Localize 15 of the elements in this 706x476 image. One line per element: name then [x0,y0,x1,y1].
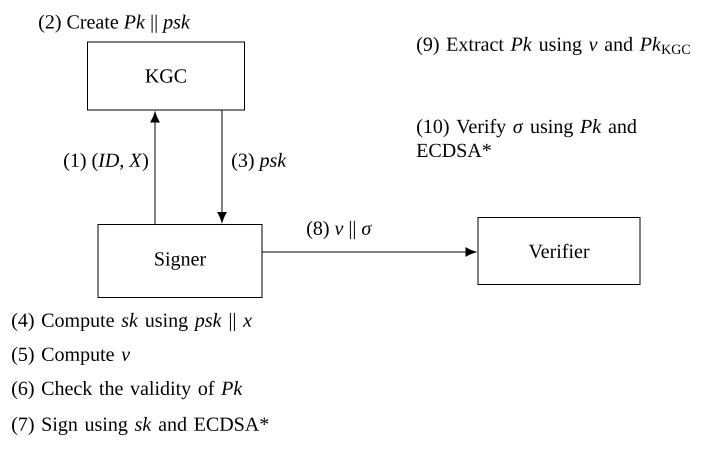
edge-label: (8) ν || σ [305,220,373,240]
step-label: (6) Check the validity of Pk [12,380,243,400]
step-label: (10) Verify σ using Pk and ECDSA* [416,118,637,158]
step-label: (5) Compute ν [12,346,130,366]
arrow [150,112,160,224]
step-label: (7) Sign using sk and ECDSA* [12,416,268,436]
edge-label: (1) (ID, X) [62,152,150,172]
process-box: Verifier [478,217,640,285]
arrow [217,110,227,223]
step-label: (9) Extract Pk using ν and Pk$_{KGC}$ [417,36,690,56]
process-box: KGC [87,42,245,110]
arrow [262,247,476,257]
process-box: Signer [98,224,262,298]
edge-label: (3) psk [230,152,288,172]
step-label: (2) Create Pk || psk [39,14,190,33]
